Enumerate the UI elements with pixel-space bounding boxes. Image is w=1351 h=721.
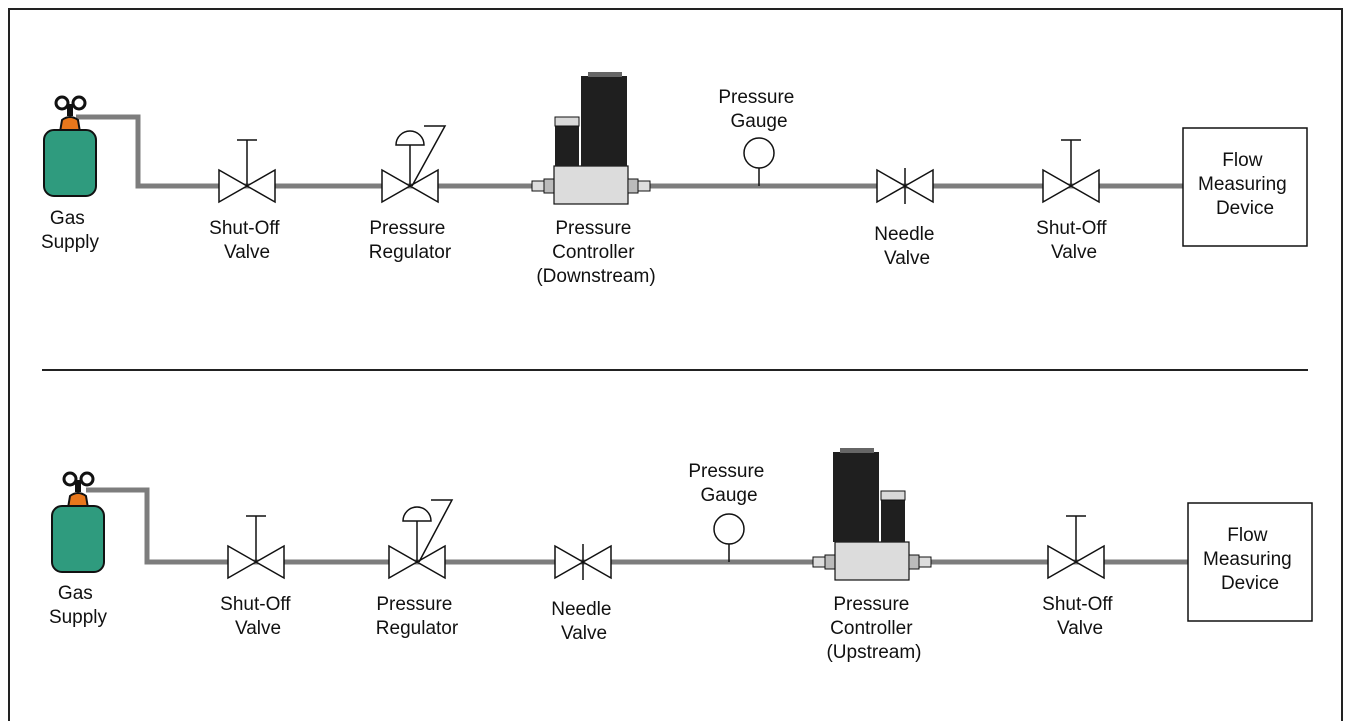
bottom-flow-device-label: Flow Measuring Device [1203, 525, 1297, 594]
top-flow-device-label: Flow Measuring Device [1198, 150, 1292, 219]
bottom-shutoff-valve-2-icon [1047, 515, 1105, 580]
top-pressure-regulator-label: Pressure Regulator [369, 218, 452, 263]
bottom-pressure-gauge-label: Pressure Gauge [688, 461, 769, 506]
diagram-frame [8, 8, 1343, 721]
bottom-shutoff-valve-1-label: Shut-Off Valve [220, 594, 296, 639]
top-pressure-gauge-icon [743, 137, 775, 186]
top-pipe [76, 114, 1183, 189]
top-needle-valve-icon [876, 168, 934, 204]
top-pressure-regulator-icon [381, 125, 447, 204]
top-pipeline: Gas Supply Shut-Off Valve Pressure Regul… [41, 72, 1308, 287]
top-gas-supply-label: Gas Supply [41, 208, 100, 253]
bottom-needle-valve-label: Needle Valve [551, 599, 617, 644]
top-shutoff-valve-1-icon [218, 139, 276, 204]
bottom-pressure-controller-icon [812, 448, 932, 581]
bottom-pressure-regulator-icon [388, 499, 454, 580]
bottom-shutoff-valve-2-label: Shut-Off Valve [1042, 594, 1118, 639]
bottom-pressure-gauge-icon [713, 513, 745, 562]
bottom-shutoff-valve-1-icon [227, 515, 285, 580]
bottom-needle-valve-icon [554, 544, 612, 580]
top-shutoff-valve-2-icon [1042, 139, 1100, 204]
bottom-pressure-regulator-label: Pressure Regulator [376, 594, 459, 639]
top-needle-valve-label: Needle Valve [874, 224, 940, 269]
bottom-gas-supply-label: Gas Supply [49, 583, 108, 628]
bottom-flow-device-box [1187, 502, 1313, 622]
bottom-gas-cylinder-icon [51, 471, 105, 573]
bottom-pipe [86, 487, 1188, 565]
top-pressure-controller-icon [531, 72, 651, 205]
top-flow-device-box [1182, 127, 1308, 247]
top-gas-cylinder-icon [43, 95, 97, 197]
top-shutoff-valve-1-label: Shut-Off Valve [209, 218, 285, 263]
bottom-pipeline: Gas Supply Shut-Off Valve Pressure Regul… [49, 448, 1313, 663]
top-shutoff-valve-2-label: Shut-Off Valve [1036, 218, 1112, 263]
top-pressure-gauge-label: Pressure Gauge [718, 87, 799, 132]
bottom-pressure-controller-label: Pressure Controller (Upstream) [826, 594, 921, 663]
top-pressure-controller-label: Pressure Controller (Downstream) [536, 218, 655, 287]
